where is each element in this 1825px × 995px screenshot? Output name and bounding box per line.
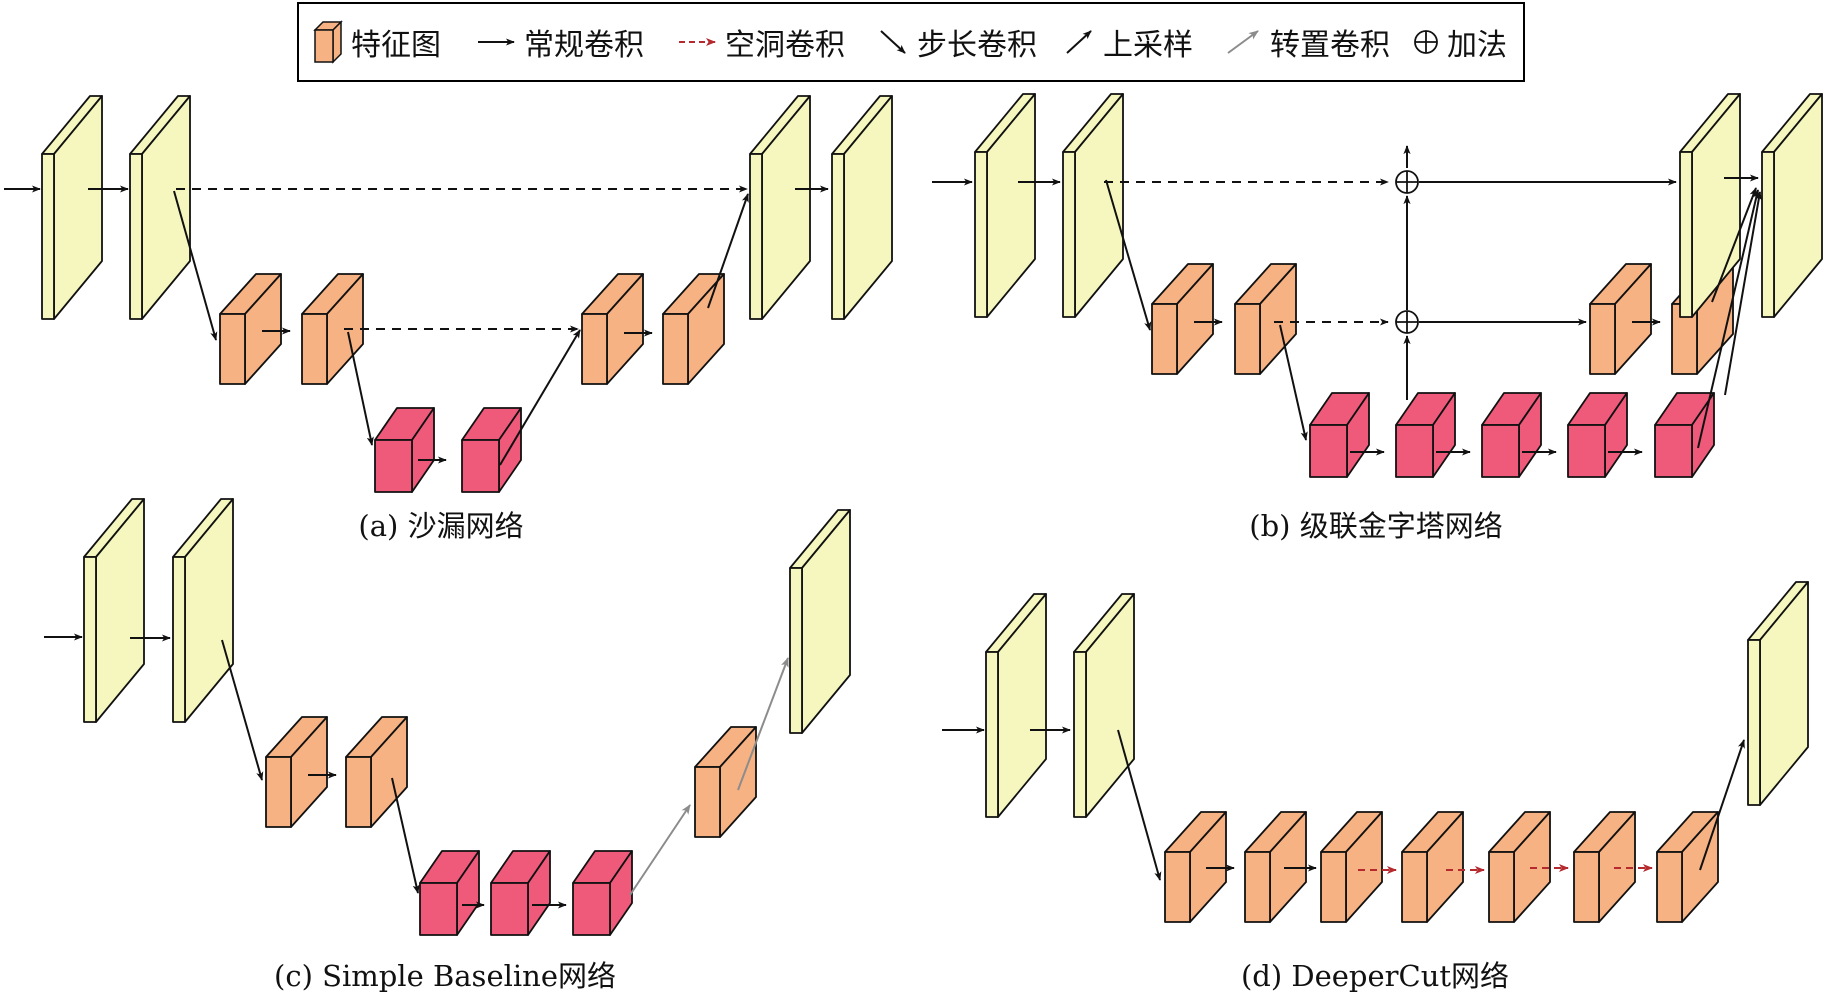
legend-strided-conv: 步长卷积 bbox=[877, 22, 1037, 63]
c-feature-map-6 bbox=[490, 850, 551, 936]
c-feature-map-2 bbox=[172, 498, 234, 723]
b-feature-map-3 bbox=[1151, 263, 1214, 375]
dilated-conv-arrow-icon bbox=[679, 38, 716, 46]
legend-conv: 常规卷积 bbox=[476, 22, 644, 63]
a-feature-map-4 bbox=[301, 273, 364, 385]
d-upsample-arrow bbox=[1699, 739, 1745, 871]
a-feature-map-9 bbox=[749, 95, 811, 320]
c-transposed-arrow bbox=[629, 804, 691, 896]
b-feature-map-7 bbox=[1481, 392, 1542, 478]
a-upsample-arrow bbox=[707, 193, 749, 309]
transposed-conv-arrow-icon bbox=[1227, 30, 1259, 54]
b-strided-arrow bbox=[1105, 179, 1152, 331]
d-strided-arrow bbox=[1117, 729, 1162, 881]
b-feature-map-13 bbox=[1761, 93, 1823, 318]
strided-conv-arrow-icon bbox=[880, 30, 906, 54]
c-feature-map-1 bbox=[83, 498, 145, 723]
d-feature-map-1 bbox=[985, 593, 1047, 818]
b-feature-map-1 bbox=[974, 93, 1036, 318]
b-upsample-arrow bbox=[1697, 189, 1760, 449]
b-feature-map-2 bbox=[1062, 93, 1124, 318]
caption-deepercut: (d) DeeperCut网络 bbox=[1240, 959, 1510, 993]
legend-feature-map-label: 特征图 bbox=[351, 28, 441, 63]
d-feature-map-10 bbox=[1747, 581, 1809, 806]
a-feature-map-2 bbox=[129, 95, 191, 320]
legend-strided-conv-label: 步长卷积 bbox=[917, 28, 1037, 63]
c-feature-map-3 bbox=[265, 716, 328, 828]
add-circle-plus-icon bbox=[1414, 30, 1438, 54]
a-feature-map-10 bbox=[831, 95, 893, 320]
b-feature-map-8 bbox=[1567, 392, 1628, 478]
a-feature-map-3 bbox=[219, 273, 282, 385]
c-transposed-arrow bbox=[737, 657, 789, 791]
a-strided-arrow bbox=[347, 331, 374, 446]
b-feature-map-10 bbox=[1589, 263, 1652, 375]
caption-simple-baseline: (c) Simple Baseline网络 bbox=[274, 959, 616, 993]
c-feature-map-7 bbox=[572, 850, 633, 936]
d-feature-map-2 bbox=[1073, 593, 1135, 818]
a-strided-arrow bbox=[173, 190, 218, 341]
legend-dilated-conv: 空洞卷积 bbox=[677, 22, 845, 63]
b-strided-arrow bbox=[1279, 324, 1308, 441]
c-strided-arrow bbox=[391, 777, 420, 894]
b-feature-map-4 bbox=[1234, 263, 1297, 375]
a-feature-map-8 bbox=[662, 273, 725, 385]
legend-upsample: 上采样 bbox=[1063, 22, 1193, 63]
legend-conv-label: 常规卷积 bbox=[524, 28, 644, 63]
a-upsample-arrow bbox=[499, 329, 581, 466]
d-feature-map-8 bbox=[1573, 811, 1636, 923]
a-feature-map-7 bbox=[581, 273, 644, 385]
c-feature-map-4 bbox=[345, 716, 408, 828]
b-upsample-arrow bbox=[1711, 187, 1757, 303]
legend-transposed-conv-label: 转置卷积 bbox=[1270, 28, 1390, 63]
c-strided-arrow bbox=[221, 639, 264, 781]
legend-dilated-conv-label: 空洞卷积 bbox=[725, 28, 845, 63]
legend-add-label: 加法 bbox=[1447, 28, 1507, 63]
caption-hourglass: (a) 沙漏网络 bbox=[358, 509, 524, 543]
b-upsample-arrow bbox=[1724, 191, 1763, 396]
feature-map-icon bbox=[313, 20, 343, 64]
caption-cascaded-pyramid: (b) 级联金字塔网络 bbox=[1249, 509, 1503, 543]
c-feature-map-9 bbox=[789, 509, 851, 734]
b-add-node bbox=[1395, 310, 1419, 334]
d-feature-map-7 bbox=[1488, 811, 1551, 923]
upsample-arrow-icon bbox=[1066, 30, 1092, 54]
legend-feature-map: 特征图 bbox=[313, 20, 441, 64]
b-add-node bbox=[1395, 170, 1419, 194]
conv-arrow-icon bbox=[478, 38, 515, 46]
legend-transposed-conv: 转置卷积 bbox=[1224, 22, 1390, 63]
a-feature-map-5 bbox=[374, 407, 435, 493]
legend: 特征图 常规卷积 空洞卷积 步长卷积 上采样 转置卷积 加法 bbox=[297, 2, 1525, 82]
legend-add: 加法 bbox=[1411, 22, 1507, 63]
legend-upsample-label: 上采样 bbox=[1103, 28, 1193, 63]
a-feature-map-1 bbox=[41, 95, 103, 320]
d-feature-map-5 bbox=[1320, 811, 1383, 923]
b-feature-map-6 bbox=[1395, 392, 1456, 478]
d-feature-map-9 bbox=[1656, 811, 1719, 923]
b-feature-map-5 bbox=[1309, 392, 1370, 478]
c-feature-map-8 bbox=[694, 726, 757, 838]
a-feature-map-6 bbox=[461, 407, 522, 493]
c-feature-map-5 bbox=[419, 850, 480, 936]
b-feature-map-9 bbox=[1654, 392, 1715, 478]
d-feature-map-6 bbox=[1401, 811, 1464, 923]
